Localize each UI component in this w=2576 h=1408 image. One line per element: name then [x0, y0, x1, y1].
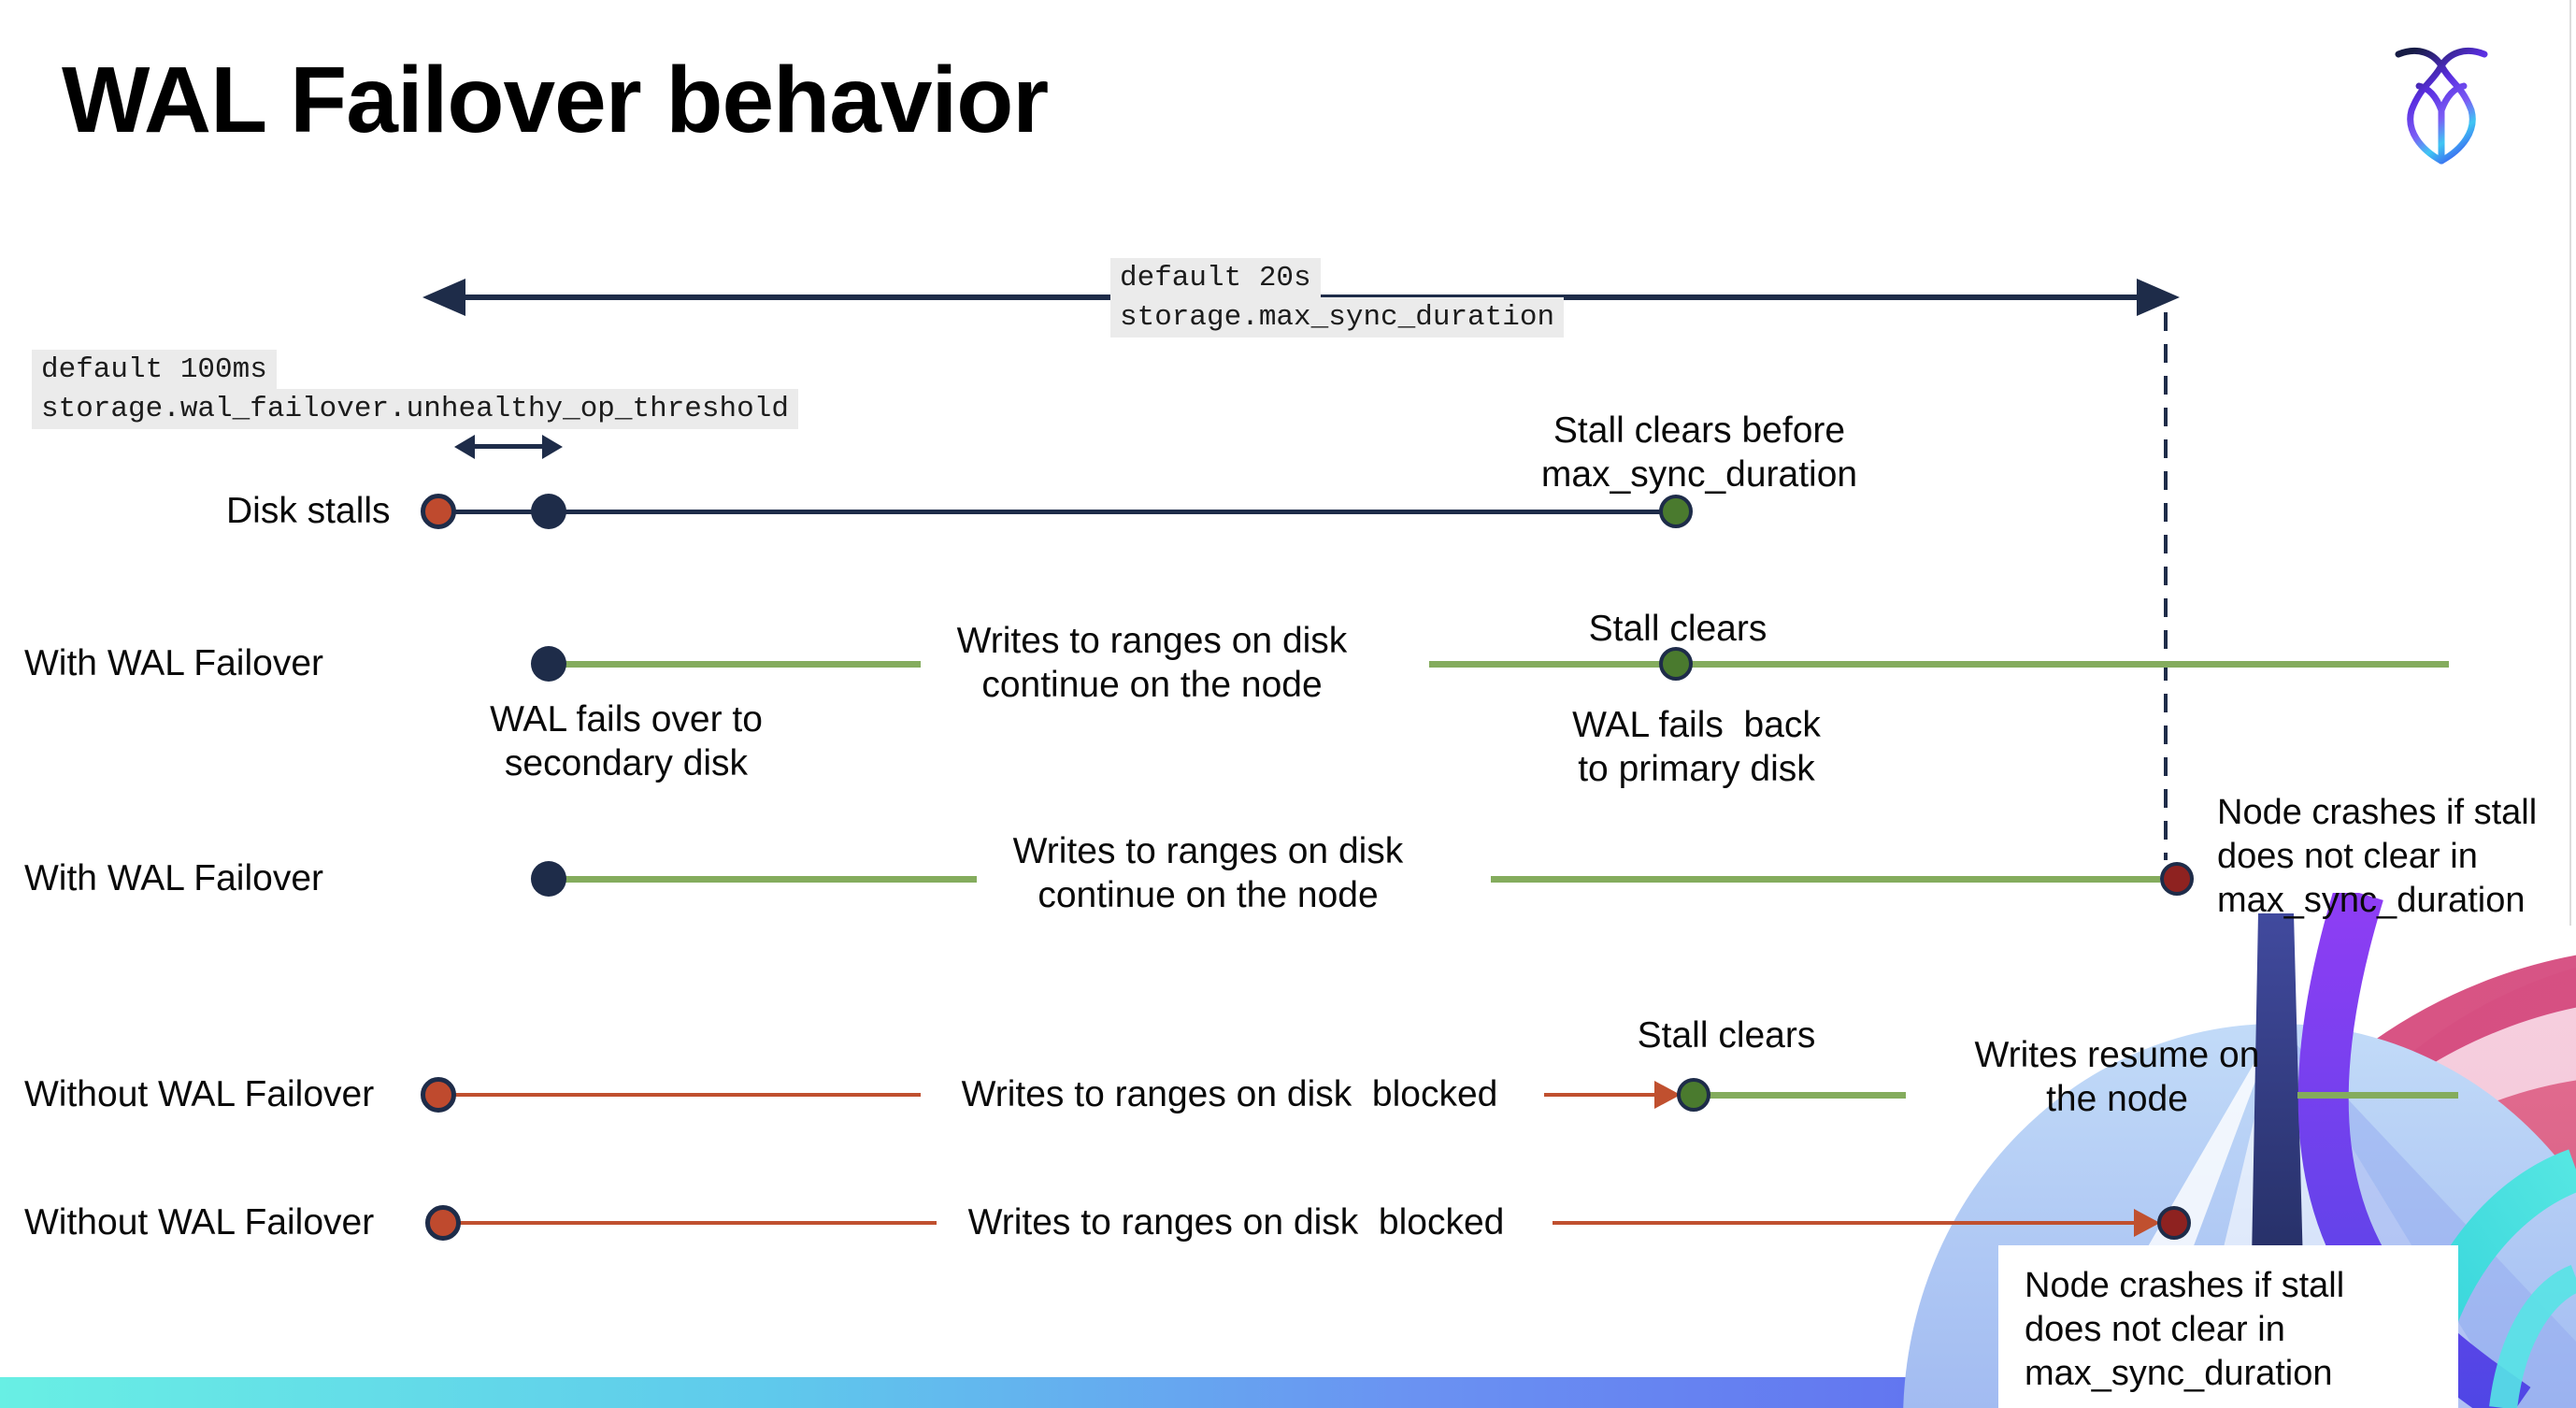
writes-green-line: [1429, 661, 2449, 668]
failover-dot: [531, 861, 566, 897]
disk-stall-start-dot: [421, 494, 456, 529]
failover-dot: [531, 646, 566, 682]
max-sync-default-badge: default 20s: [1110, 258, 1321, 298]
stall-clears-dot: [1659, 495, 1693, 528]
annotation-wal-fails-back: WAL fails back to primary disk: [1572, 705, 1821, 789]
writes-resume-green-line: [2297, 1092, 2458, 1099]
annotation-node-crashes-1: Node crashes if stall does not clear in …: [2217, 793, 2538, 920]
failover-threshold-dot: [531, 494, 566, 529]
page-title: WAL Failover behavior: [62, 48, 1049, 152]
slide-right-edge-line: [2569, 0, 2571, 926]
writes-green-line: [1491, 876, 2160, 883]
threshold-arrow-line: [470, 444, 545, 449]
writes-green-line: [565, 876, 977, 883]
writes-green-line: [565, 661, 921, 668]
annotation-node-crashes-2: Node crashes if stall does not clear in …: [2025, 1266, 2345, 1393]
writes-blocked-red-line: [460, 1221, 937, 1225]
small-arrowhead-left-icon: [454, 435, 475, 459]
max-sync-setting-badge: storage.max_sync_duration: [1110, 297, 1565, 338]
node-crash-dot: [2157, 1206, 2191, 1240]
crash-note-box: Node crashes if stall does not clear in …: [1998, 1245, 2458, 1408]
annotation-writes-blocked-1: Writes to ranges on disk blocked: [961, 1074, 1498, 1114]
annotation-wal-fails-over: WAL fails over to secondary disk: [490, 699, 763, 783]
annotation-stall-clears-a: Stall clears: [1588, 609, 1767, 649]
writes-blocked-red-line: [1553, 1221, 2134, 1225]
writes-blocked-red-line: [455, 1093, 921, 1097]
annotation-writes-continue-1: Writes to ranges on disk continue on the…: [956, 621, 1348, 705]
row-label-disk-stalls: Disk stalls: [226, 491, 391, 531]
annotation-stall-clears-b: Stall clears: [1637, 1015, 1816, 1056]
annotation-writes-resume: Writes resume on the node: [1974, 1035, 2260, 1119]
red-arrowhead-icon: [1654, 1081, 1681, 1109]
dashed-crash-connector: [2164, 312, 2168, 860]
disk-stall-timeline: [438, 510, 1676, 514]
red-arrowhead-icon: [2134, 1209, 2160, 1237]
arrowhead-right-icon: [2137, 279, 2180, 316]
arrowhead-left-icon: [422, 279, 465, 316]
cockroach-logo-icon: [2395, 48, 2488, 165]
writes-blocked-red-line: [1544, 1093, 1656, 1097]
stall-clears-dot: [1677, 1078, 1710, 1112]
row-label-with-wal-failover-2: With WAL Failover: [24, 858, 323, 898]
annotation-writes-continue-2: Writes to ranges on disk continue on the…: [1012, 831, 1404, 915]
row-label-with-wal-failover-1: With WAL Failover: [24, 643, 323, 683]
annotation-writes-blocked-2: Writes to ranges on disk blocked: [967, 1202, 1505, 1243]
disk-stall-start-dot: [421, 1077, 456, 1113]
disk-stall-start-dot: [425, 1205, 461, 1241]
writes-resume-green-line: [1710, 1092, 1906, 1099]
node-crash-dot: [2160, 862, 2194, 896]
row-label-without-wal-failover-2: Without WAL Failover: [24, 1202, 375, 1243]
row-label-without-wal-failover-1: Without WAL Failover: [24, 1074, 375, 1114]
threshold-setting-badge: storage.wal_failover.unhealthy_op_thresh…: [32, 389, 798, 429]
small-arrowhead-right-icon: [542, 435, 563, 459]
stall-clears-dot: [1659, 647, 1693, 681]
threshold-default-badge: default 100ms: [32, 350, 277, 390]
annotation-stall-clears-before: Stall clears before max_sync_duration: [1540, 410, 1858, 495]
